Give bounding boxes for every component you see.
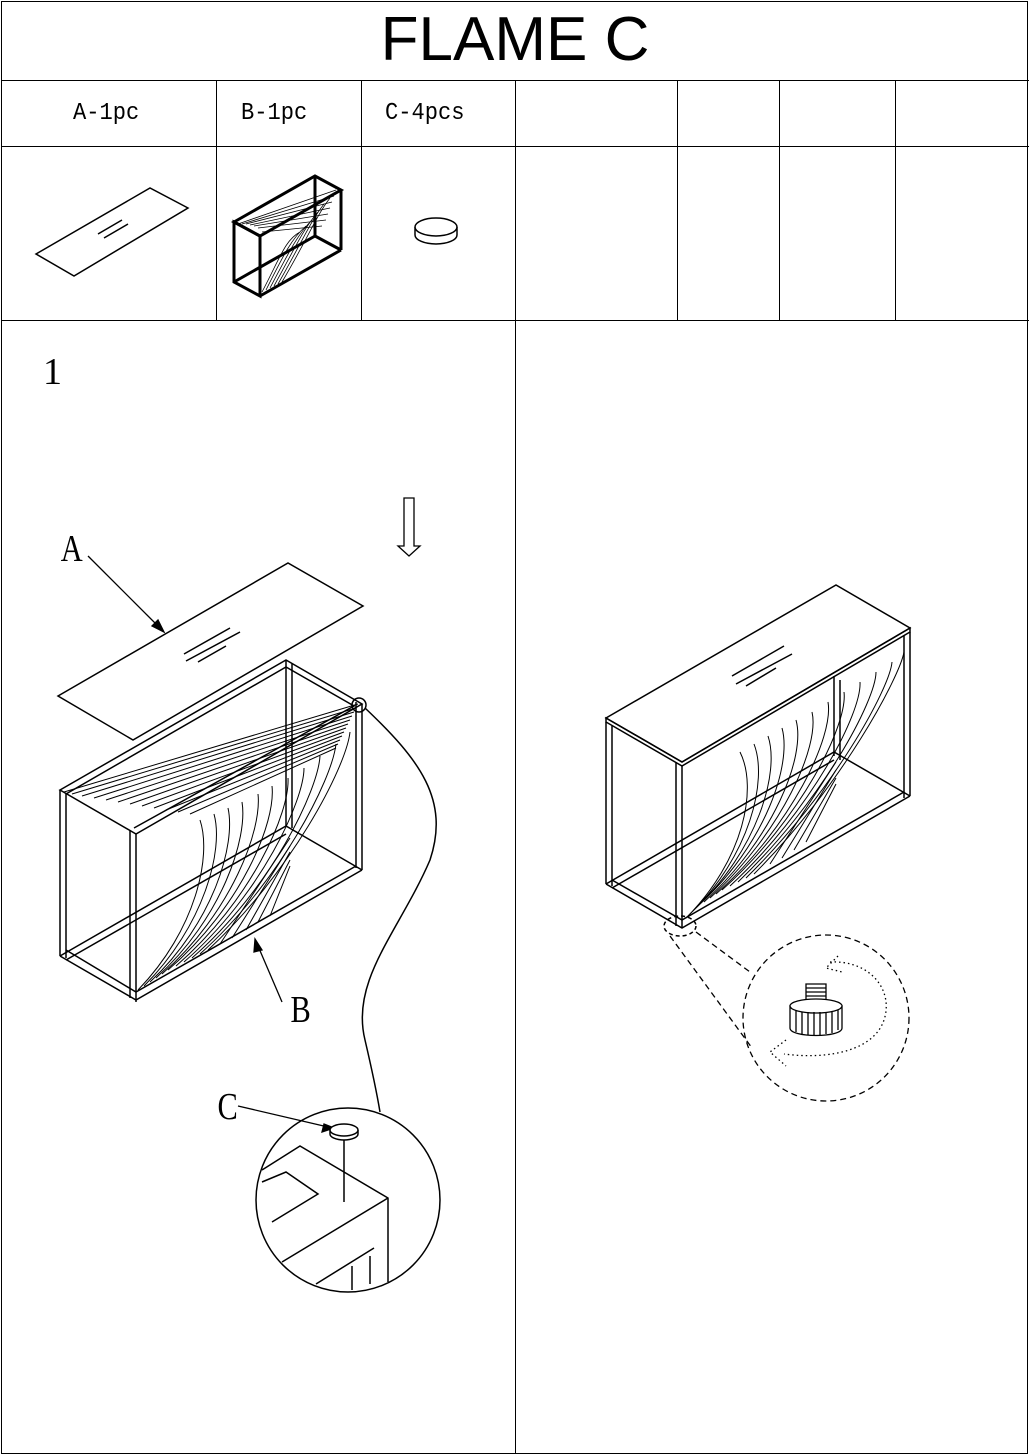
grid-line (895, 80, 896, 320)
grid-line (677, 80, 678, 320)
part-label-a: A-1pc (73, 99, 140, 127)
grid-line (361, 80, 362, 320)
pad-detail-circle (255, 1107, 441, 1293)
part-label-b: B-1pc (241, 99, 308, 127)
leveling-foot-detail (669, 931, 910, 1102)
assembled-table-drawing (604, 584, 912, 937)
glass-top-icon (34, 187, 190, 277)
down-arrow-icon (396, 497, 422, 557)
callout-letter-b: B (290, 989, 311, 1031)
callout-letter-c: C (217, 1086, 238, 1128)
frame-b-drawing (58, 659, 437, 1113)
grid-line (779, 80, 780, 320)
grid-line (515, 80, 516, 1454)
string-art-frame-icon (230, 174, 345, 299)
part-label-c: C-4pcs (385, 99, 465, 127)
callout-leaders (87, 555, 336, 1133)
document-title: FLAME C (380, 5, 650, 74)
grid-line (216, 80, 217, 320)
adhesive-pad-icon (414, 217, 458, 245)
step-number: 1 (43, 351, 62, 393)
leveling-foot-icon (789, 983, 843, 1037)
glass-top-a-drawing (56, 562, 365, 741)
callout-letter-a: A (60, 528, 83, 570)
